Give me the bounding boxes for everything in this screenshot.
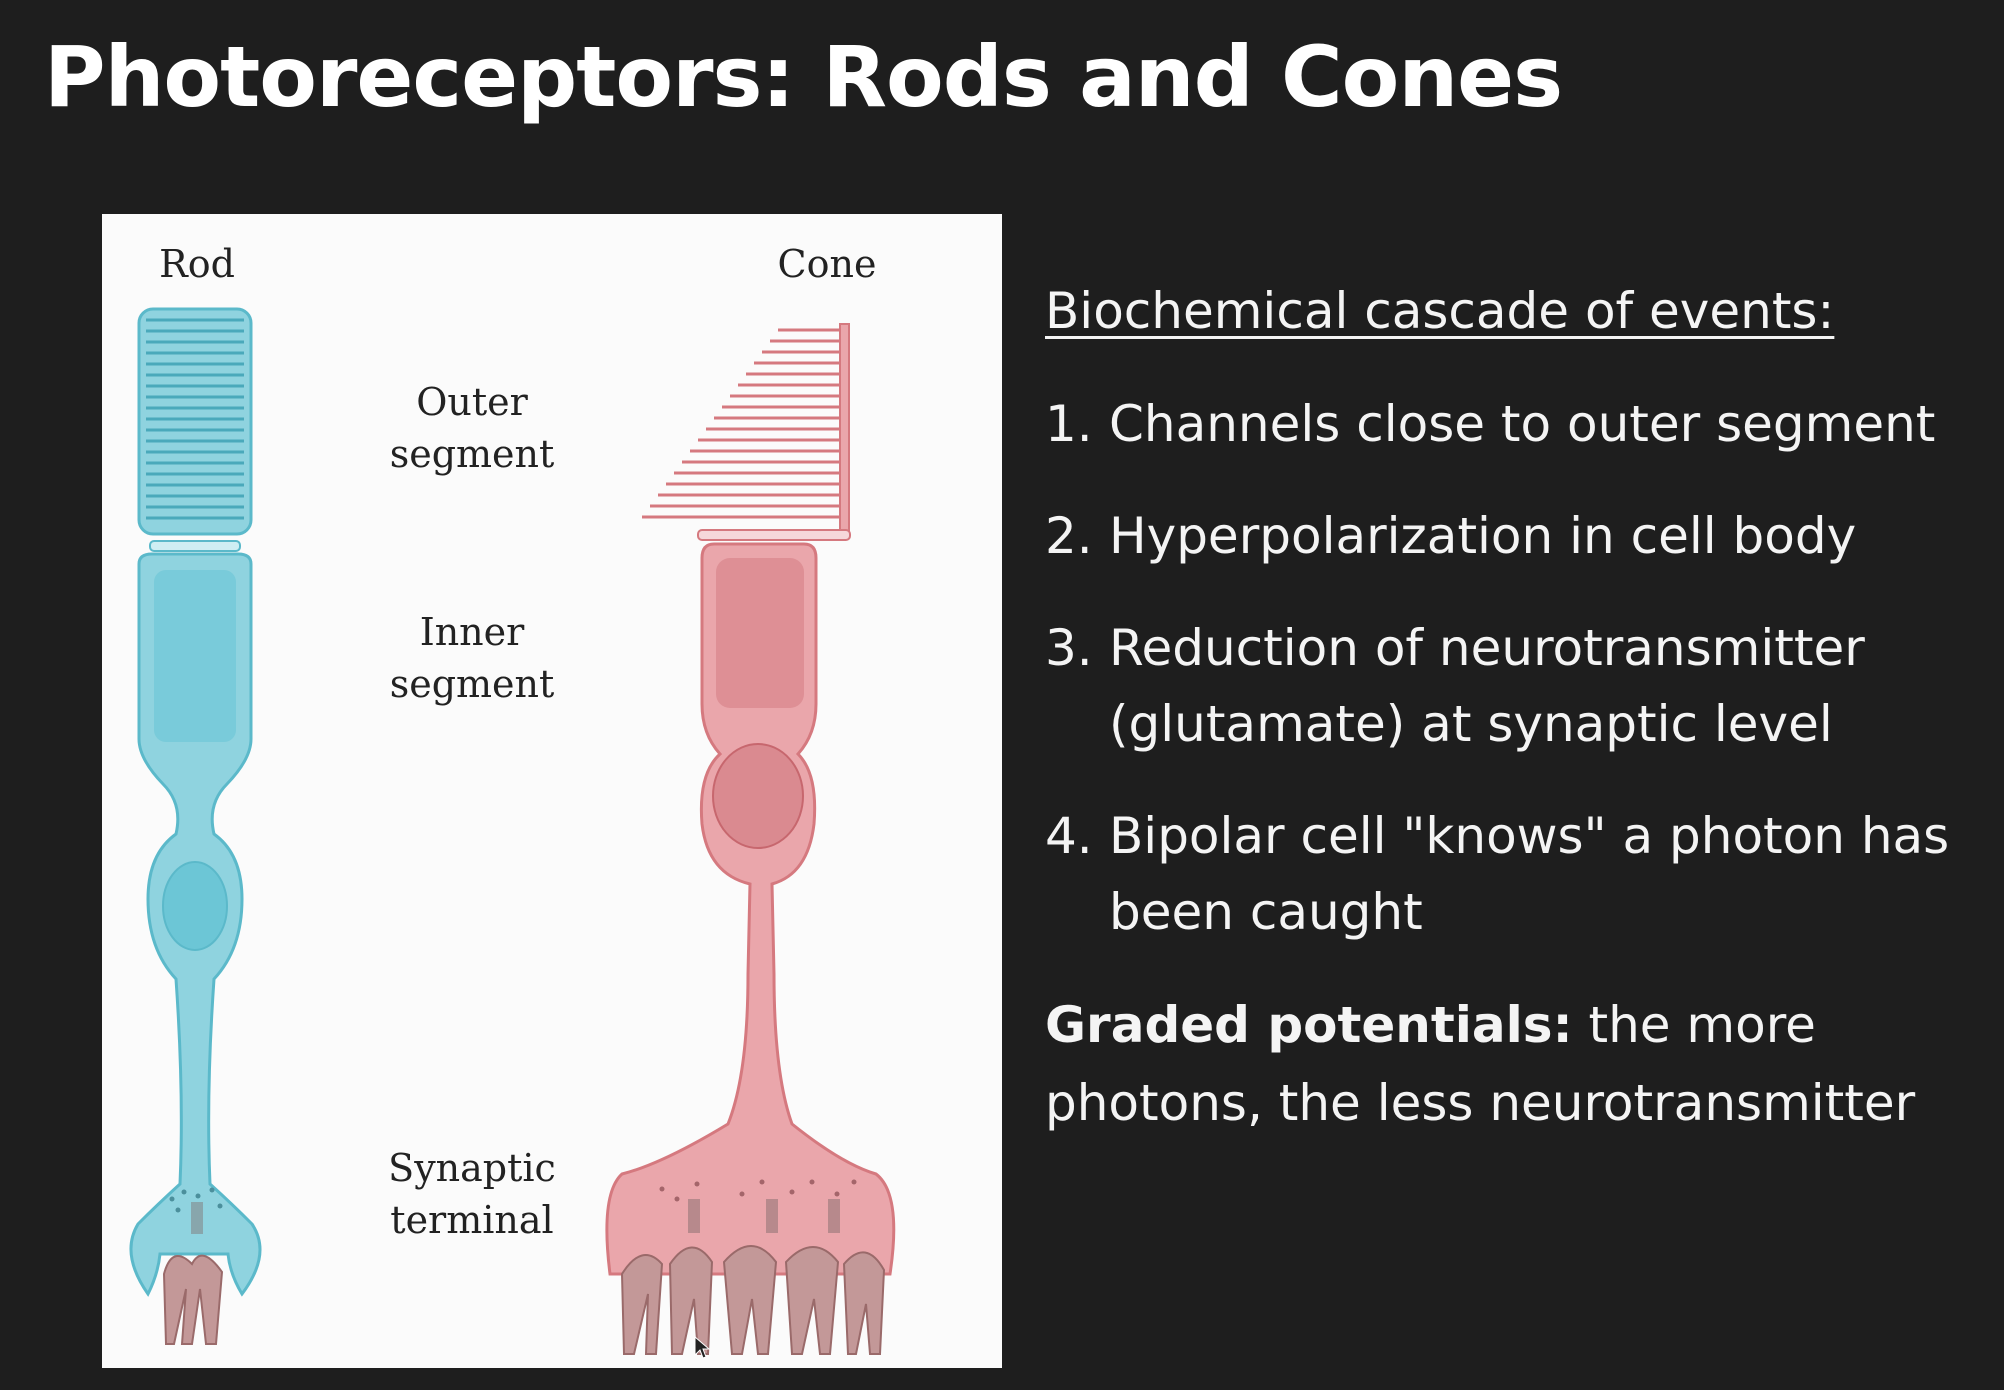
mouse-cursor-icon [694,1336,710,1359]
graded-potentials-note: Graded potentials: the more photons, the… [1045,986,1985,1142]
step-number: 3. [1045,619,1093,677]
graded-potentials-text: the more photons, the less neurotransmit… [1045,996,1916,1132]
cascade-step: 4. Bipolar cell "knows" a photon has bee… [1045,798,1985,950]
rod-cone-illustration [129,307,896,1355]
graded-potentials-term: Graded potentials: [1045,996,1573,1054]
rod-cell [129,307,262,1345]
rod-vesicles [169,1187,223,1234]
slide-title: Photoreceptors: Rods and Cones [44,28,1563,126]
step-number: 4. [1045,807,1093,865]
cone-label: Cone [777,242,877,286]
step-text: Bipolar cell "knows" a photon has been c… [1109,807,1950,941]
rod-nucleus [162,861,228,951]
cascade-text: Biochemical cascade of events: 1. Channe… [1045,282,1985,1142]
step-text: Reduction of neurotransmitter (glutamate… [1109,619,1865,753]
cone-nucleus [712,743,804,849]
rod-label: Rod [159,242,235,286]
cone-bipolar-dendrites [620,1245,886,1355]
cascade-step: 1. Channels close to outer segment [1045,386,1985,462]
step-number: 2. [1045,507,1093,565]
cascade-step: 2. Hyperpolarization in cell body [1045,498,1985,574]
cascade-step: 3. Reduction of neurotransmitter (glutam… [1045,610,1985,762]
synaptic-terminal-label: Synaptic terminal [388,1146,556,1242]
cone-vesicles [659,1179,857,1233]
step-text: Hyperpolarization in cell body [1109,507,1857,565]
rod-bipolar-dendrites [162,1254,224,1345]
photoreceptor-figure: Rod Cone Outer segment Inner segment Syn… [102,214,1002,1368]
step-number: 1. [1045,395,1093,453]
step-text: Channels close to outer segment [1109,395,1936,453]
outer-segment-label: Outer segment [389,380,555,476]
cone-cell [605,323,896,1355]
inner-segment-label: Inner segment [389,610,555,706]
cascade-steps: 1. Channels close to outer segment 2. Hy… [1045,386,1985,950]
cascade-heading: Biochemical cascade of events: [1045,282,1835,340]
